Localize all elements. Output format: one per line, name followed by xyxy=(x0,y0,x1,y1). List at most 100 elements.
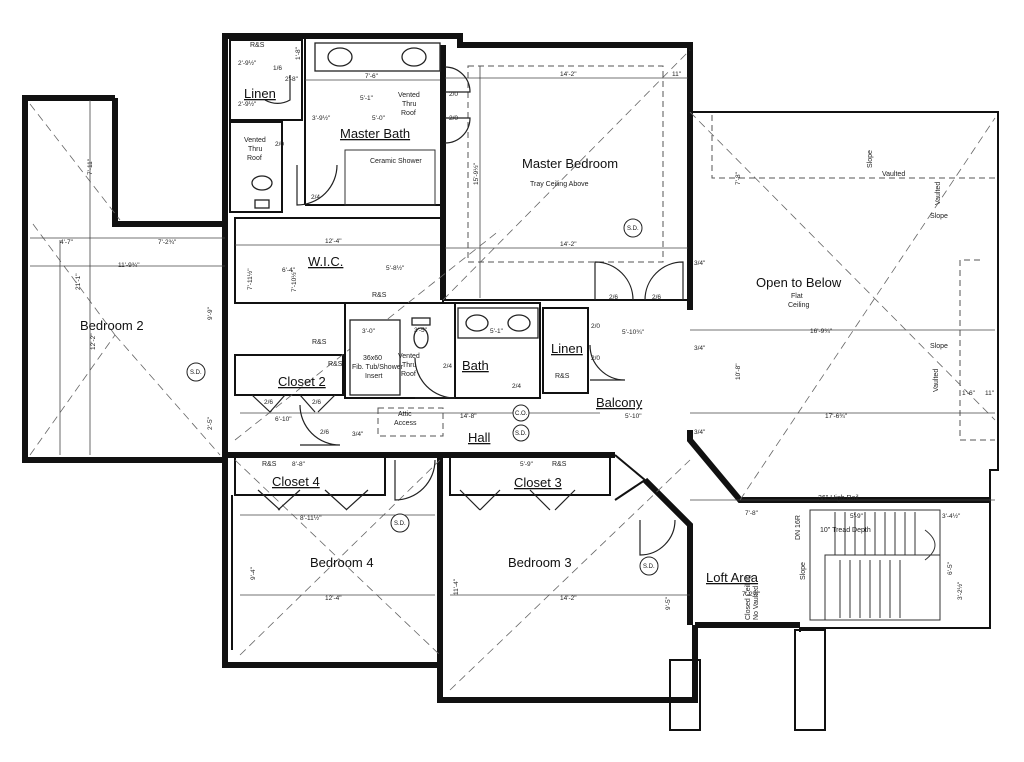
svg-text:12'-2": 12'-2" xyxy=(90,333,97,350)
svg-text:14'-2": 14'-2" xyxy=(560,595,577,602)
svg-text:3'-2½": 3'-2½" xyxy=(956,581,964,600)
bifold-closet4 xyxy=(257,489,369,511)
svg-text:2'-9½": 2'-9½" xyxy=(238,59,257,67)
svg-text:Ceiling: Ceiling xyxy=(788,302,810,309)
svg-text:Access: Access xyxy=(394,420,417,427)
room-linen-top: Linen xyxy=(244,86,276,101)
svg-text:17'-6¾": 17'-6¾" xyxy=(825,413,848,420)
attic-access-box xyxy=(377,407,444,437)
svg-text:R&S: R&S xyxy=(262,461,277,468)
svg-text:6'-10": 6'-10" xyxy=(275,416,292,423)
room-wic: W.I.C. xyxy=(308,254,343,269)
svg-text:7'-11½": 7'-11½" xyxy=(246,268,254,290)
svg-text:36" High Rail: 36" High Rail xyxy=(818,495,859,502)
svg-text:21'-1": 21'-1" xyxy=(75,273,82,290)
svg-text:14'-2": 14'-2" xyxy=(560,71,577,78)
svg-text:2/4: 2/4 xyxy=(512,383,521,390)
svg-text:2/4: 2/4 xyxy=(311,194,320,201)
svg-text:14'-2": 14'-2" xyxy=(560,241,577,248)
room-bedroom3: Bedroom 3 xyxy=(508,555,572,570)
svg-text:8'-11½": 8'-11½" xyxy=(300,514,322,522)
svg-text:1'-8": 1'-8" xyxy=(295,46,302,60)
wall-bedroom2 xyxy=(112,33,693,310)
door-bedroom3 xyxy=(639,519,676,556)
wall-wc xyxy=(229,121,283,213)
svg-text:2/6: 2/6 xyxy=(312,399,321,406)
svg-text:5'-1": 5'-1" xyxy=(490,328,504,335)
svg-text:S.D.: S.D. xyxy=(394,521,406,527)
svg-text:3/4": 3/4" xyxy=(352,431,364,438)
wall-wic xyxy=(234,217,444,304)
sd-master-label: S.D. xyxy=(627,226,639,232)
svg-text:16'-9¾": 16'-9¾" xyxy=(810,328,833,335)
svg-text:7'-2½": 7'-2½" xyxy=(742,590,761,598)
svg-text:11": 11" xyxy=(672,71,682,78)
svg-text:1'-6": 1'-6" xyxy=(962,390,976,397)
plan-notes: Vented Thru Roof Vented Thru Roof Vented… xyxy=(244,42,948,620)
svg-text:9'-5": 9'-5" xyxy=(665,596,672,610)
room-bedroom2: Bedroom 2 xyxy=(80,318,144,333)
master-toilet xyxy=(251,175,273,191)
svg-text:2/0: 2/0 xyxy=(591,355,600,362)
tray-ceiling-outline xyxy=(467,65,664,263)
svg-text:6'-5": 6'-5" xyxy=(947,561,954,575)
svg-text:Thru: Thru xyxy=(402,362,417,369)
svg-text:Slope: Slope xyxy=(867,150,874,168)
svg-text:C.O.: C.O. xyxy=(515,411,528,417)
fixtures xyxy=(251,42,539,396)
svg-text:5'-9": 5'-9" xyxy=(520,461,534,468)
svg-text:7'-6": 7'-6" xyxy=(365,73,379,80)
svg-text:Slope: Slope xyxy=(930,343,948,350)
svg-text:2/6: 2/6 xyxy=(320,429,329,436)
room-closet3: Closet 3 xyxy=(514,475,562,490)
door-bedroom4 xyxy=(394,459,436,501)
svg-text:2/4: 2/4 xyxy=(443,363,452,370)
door-linen-top xyxy=(264,75,291,104)
svg-text:2'-8": 2'-8" xyxy=(285,76,299,83)
svg-text:14'-8": 14'-8" xyxy=(460,413,477,420)
master-sink-left xyxy=(327,47,353,67)
svg-text:8'-8": 8'-8" xyxy=(292,461,306,468)
stair-treads xyxy=(834,512,936,618)
note-tray-ceiling: Tray Ceiling Above xyxy=(530,181,589,188)
svg-text:No Vaulted: No Vaulted xyxy=(753,586,760,620)
svg-text:3/4": 3/4" xyxy=(694,260,706,267)
svg-text:S.D.: S.D. xyxy=(643,564,655,570)
bifold-closet3 xyxy=(459,489,576,511)
sd-bedroom2 xyxy=(186,362,206,382)
svg-text:Attic: Attic xyxy=(398,411,412,418)
sd-master xyxy=(623,218,643,238)
svg-text:12'-4": 12'-4" xyxy=(325,595,342,602)
shower-enclosure xyxy=(344,149,436,206)
dimension-labels: 14'-2" 14'-2" 15'-9½" 11" 7'-6" 5'-1" 5'… xyxy=(60,46,995,610)
svg-text:2/6: 2/6 xyxy=(264,399,273,406)
room-hall: Hall xyxy=(468,430,491,445)
svg-text:3'-0": 3'-0" xyxy=(362,328,376,335)
wall-closet2 xyxy=(234,354,344,396)
room-open-to-below: Open to Below xyxy=(756,275,842,290)
svg-text:5'-10¾": 5'-10¾" xyxy=(622,329,645,336)
door-mb-top xyxy=(444,66,471,93)
svg-text:Slope: Slope xyxy=(800,562,807,580)
wall-closet3-angle xyxy=(614,454,647,501)
doors xyxy=(251,66,684,556)
door-bedroom2 xyxy=(299,404,341,446)
svg-text:R&S: R&S xyxy=(555,373,570,380)
bifold-closet2 xyxy=(251,394,336,413)
room-closet2: Closet 2 xyxy=(278,374,326,389)
svg-text:7'-8": 7'-8" xyxy=(735,171,742,185)
svg-text:R&S: R&S xyxy=(372,292,387,299)
wall-linen-top xyxy=(229,39,303,121)
svg-text:6'-4": 6'-4" xyxy=(282,267,296,274)
svg-text:5'-0": 5'-0" xyxy=(372,115,386,122)
svg-text:11'-4": 11'-4" xyxy=(453,578,460,595)
exterior-walls xyxy=(22,33,999,731)
svg-text:2'-5": 2'-5" xyxy=(207,416,214,430)
svg-text:9'-4": 9'-4" xyxy=(250,566,257,580)
svg-text:5'-10": 5'-10" xyxy=(625,413,642,420)
bath-tub xyxy=(349,319,401,396)
interior-walls xyxy=(222,36,941,665)
svg-text:7'-11": 7'-11" xyxy=(87,158,94,175)
co-hall xyxy=(512,404,530,422)
room-closet4: Closet 4 xyxy=(272,474,320,489)
